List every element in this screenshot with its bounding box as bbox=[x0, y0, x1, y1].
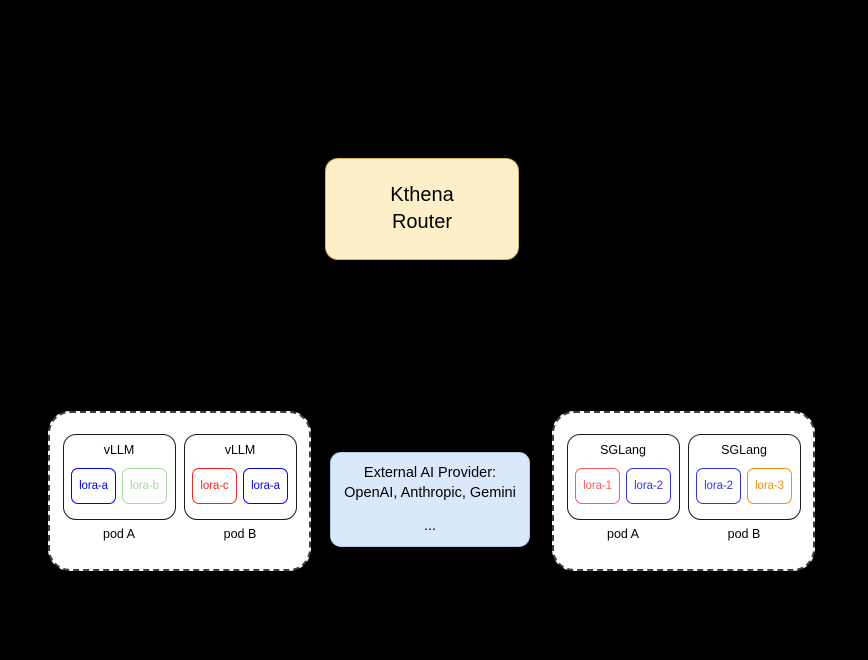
adapter-chip[interactable]: lora-c bbox=[192, 467, 237, 504]
pod-group-vllm-contents: vLLM lora-a lora-b pod A vLLM lora-c lor… bbox=[50, 413, 309, 569]
pod-sglang-b[interactable]: SGLang lora-2 lora-3 pod B bbox=[687, 434, 801, 541]
pod-vllm-a[interactable]: vLLM lora-a lora-b pod A bbox=[62, 434, 176, 541]
engine-box-sglang-b[interactable]: SGLang lora-2 lora-3 bbox=[687, 434, 801, 520]
adapter-chip[interactable]: lora-a bbox=[243, 467, 288, 504]
external-ai-provider-node[interactable]: External AI Provider: OpenAI, Anthropic,… bbox=[330, 452, 530, 547]
pod-group-sglang[interactable]: SGLang lora-1 lora-2 pod A SGLang lora-2… bbox=[552, 411, 815, 571]
adapter-row: lora-2 lora-3 bbox=[696, 467, 792, 504]
adapter-chip[interactable]: lora-a bbox=[71, 467, 116, 504]
pod-sglang-a[interactable]: SGLang lora-1 lora-2 pod A bbox=[566, 434, 680, 541]
pod-caption: pod B bbox=[223, 527, 257, 541]
kthena-router-label: Kthena Router bbox=[390, 184, 454, 233]
engine-name-label: SGLang bbox=[600, 443, 646, 457]
pod-caption: pod A bbox=[103, 527, 135, 541]
pod-vllm-b[interactable]: vLLM lora-c lora-a pod B bbox=[183, 434, 297, 541]
adapter-chip[interactable]: lora-2 bbox=[626, 467, 671, 504]
engine-name-label: SGLang bbox=[721, 443, 767, 457]
pod-group-vllm[interactable]: vLLM lora-a lora-b pod A vLLM lora-c lor… bbox=[48, 411, 311, 571]
adapter-row: lora-a lora-b bbox=[71, 467, 167, 504]
engine-name-label: vLLM bbox=[103, 443, 135, 457]
adapter-chip[interactable]: lora-2 bbox=[696, 467, 741, 504]
adapter-row: lora-c lora-a bbox=[192, 467, 288, 504]
pod-caption: pod A bbox=[607, 527, 639, 541]
pod-group-sglang-contents: SGLang lora-1 lora-2 pod A SGLang lora-2… bbox=[554, 413, 813, 569]
external-ai-provider-ellipsis: ... bbox=[423, 517, 437, 534]
engine-box-vllm-b[interactable]: vLLM lora-c lora-a bbox=[183, 434, 297, 520]
external-ai-provider-label: External AI Provider: OpenAI, Anthropic,… bbox=[344, 465, 516, 502]
engine-box-vllm-a[interactable]: vLLM lora-a lora-b bbox=[62, 434, 176, 520]
pod-caption: pod B bbox=[727, 527, 761, 541]
adapter-row: lora-1 lora-2 bbox=[575, 467, 671, 504]
kthena-router-node[interactable]: Kthena Router bbox=[325, 158, 519, 260]
engine-box-sglang-a[interactable]: SGLang lora-1 lora-2 bbox=[566, 434, 680, 520]
engine-name-label: vLLM bbox=[224, 443, 256, 457]
adapter-chip[interactable]: lora-b bbox=[122, 467, 167, 504]
adapter-chip[interactable]: lora-3 bbox=[747, 467, 792, 504]
adapter-chip[interactable]: lora-1 bbox=[575, 467, 620, 504]
